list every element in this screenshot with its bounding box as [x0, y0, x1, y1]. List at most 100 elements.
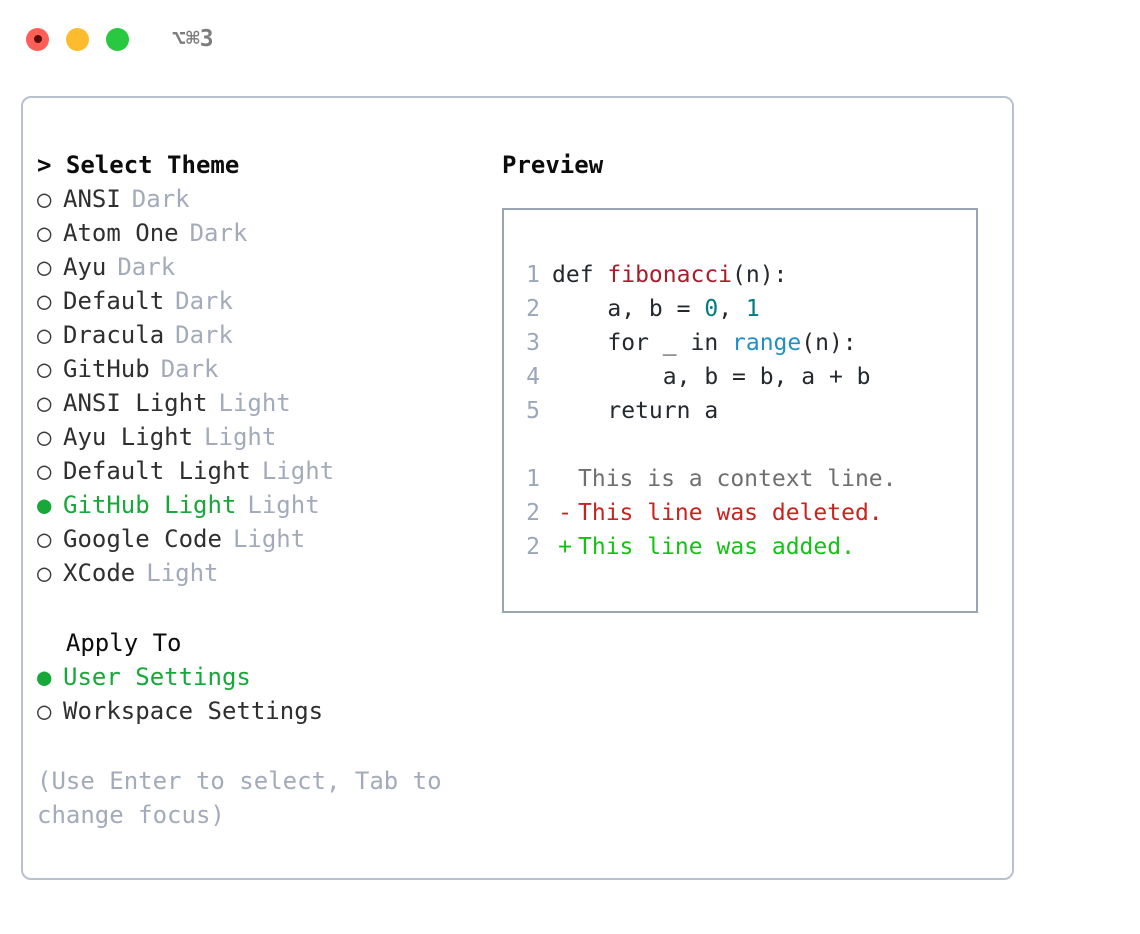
- window-controls: [26, 27, 129, 51]
- line-number: 4: [526, 364, 540, 390]
- code-token-num: 1: [745, 296, 760, 322]
- theme-option-ayu[interactable]: ○ Ayu Dark: [37, 250, 497, 284]
- code-line: 2 a, b = 0, 1: [518, 292, 976, 326]
- radio-selected-icon: ●: [37, 663, 52, 691]
- apply-to-header: Apply To: [37, 629, 182, 657]
- minimize-button[interactable]: [66, 27, 89, 51]
- theme-option-label: Ayu: [63, 253, 107, 281]
- code-token-plain: return a: [552, 398, 719, 424]
- close-button[interactable]: [26, 27, 49, 51]
- diff-text: This line was deleted.: [578, 500, 883, 526]
- theme-option-category: Dark: [189, 219, 248, 247]
- radio-unselected-icon: ○: [37, 525, 52, 553]
- theme-option-label: Google Code: [63, 525, 222, 553]
- code-line: 5 return a: [518, 394, 976, 428]
- diff-marker: +: [558, 534, 572, 560]
- radio-unselected-icon: ○: [37, 559, 52, 587]
- theme-option-category: Light: [247, 491, 320, 519]
- theme-option-label: Ayu Light: [63, 423, 194, 451]
- radio-unselected-icon: ○: [37, 389, 52, 417]
- radio-unselected-icon: ○: [37, 321, 52, 349]
- theme-option-category: Light: [204, 423, 277, 451]
- theme-option-category: Light: [232, 525, 306, 553]
- code-line: 3 for _ in range(n):: [518, 326, 976, 360]
- radio-unselected-icon: ○: [37, 185, 52, 213]
- keyboard-shortcut-label: ⌥⌘3: [172, 26, 214, 52]
- line-number: 2: [526, 534, 540, 560]
- keyboard-hint-text: (Use Enter to select, Tab to change focu…: [37, 767, 442, 829]
- diff-text: This line was added.: [578, 534, 855, 560]
- apply-to-section: Apply To ● User Settings ○ Workspace Settin…: [37, 626, 497, 728]
- theme-option-category: Light: [218, 389, 291, 417]
- radio-unselected-icon: ○: [37, 697, 52, 725]
- diff-marker: [552, 462, 578, 496]
- radio-unselected-icon: ○: [37, 457, 52, 485]
- theme-option-category: Dark: [131, 185, 190, 213]
- theme-option-label: Default: [63, 287, 165, 315]
- radio-unselected-icon: ○: [37, 355, 52, 383]
- theme-option-category: Dark: [175, 287, 233, 315]
- apply-to-option-workspace-settings[interactable]: ○ Workspace Settings: [37, 694, 497, 728]
- theme-option-category: Dark: [160, 355, 219, 383]
- code-token-plain: for _ in: [552, 330, 733, 356]
- line-number: 1: [526, 466, 540, 492]
- code-text: a, b = b, a + b: [552, 360, 871, 394]
- diff-line-deleted: 2-This line was deleted.: [518, 496, 976, 530]
- diff-text: This is a context line.: [578, 466, 897, 492]
- code-text: return a: [552, 394, 718, 428]
- preview-title: Preview: [502, 151, 604, 179]
- code-token-builtin: range: [732, 330, 802, 356]
- code-token-plain: a, b = b, a + b: [552, 364, 871, 390]
- spacer: [518, 428, 976, 462]
- line-number: 2: [526, 296, 540, 322]
- radio-selected-icon: ●: [37, 491, 52, 519]
- zoom-button[interactable]: [106, 27, 129, 51]
- title-bar: ⌥⌘3: [0, 0, 1140, 78]
- radio-unselected-icon: ○: [37, 253, 52, 281]
- apply-to-option-label: User Settings: [63, 663, 251, 691]
- line-number: 2: [526, 500, 540, 526]
- theme-option-category: Dark: [117, 253, 176, 281]
- theme-option-label: GitHub: [63, 355, 150, 383]
- theme-option-label: ANSI: [63, 185, 121, 213]
- select-theme-header: > Select Theme: [37, 151, 240, 179]
- radio-unselected-icon: ○: [37, 287, 52, 315]
- diff-line-context: 1 This is a context line.: [518, 462, 976, 496]
- code-token-num: 0: [704, 296, 719, 322]
- apply-to-option-user-settings[interactable]: ● User Settings: [37, 660, 497, 694]
- theme-option-ansi[interactable]: ○ ANSI Dark: [37, 182, 497, 216]
- radio-unselected-icon: ○: [37, 219, 52, 247]
- diff-line-added: 2 +This line was added.: [518, 530, 976, 564]
- theme-option-default[interactable]: ○ Default Dark: [37, 284, 497, 318]
- code-text: a, b = 0, 1: [552, 292, 760, 326]
- code-token-plain: a, b =: [552, 296, 705, 322]
- theme-option-google-code[interactable]: ○ Google Code Light: [37, 522, 497, 556]
- line-number: 5: [526, 398, 540, 424]
- code-token-fn: fibonacci: [607, 262, 733, 288]
- diff-sample: 1 This is a context line.2-This line was…: [518, 462, 976, 564]
- code-token-plain: ,: [718, 296, 746, 322]
- diff-marker: -: [558, 500, 572, 526]
- code-token-plain: (n):: [801, 330, 857, 356]
- code-text: def fibonacci(n):: [552, 258, 787, 292]
- apply-to-option-label: Workspace Settings: [63, 697, 324, 725]
- theme-option-category: Light: [146, 559, 219, 587]
- theme-option-github[interactable]: ○ GitHub Dark: [37, 352, 497, 386]
- line-number: 1: [526, 262, 540, 288]
- theme-option-label: Dracula: [63, 321, 165, 349]
- theme-option-label: Default Light: [63, 457, 251, 485]
- line-number: 3: [526, 330, 540, 356]
